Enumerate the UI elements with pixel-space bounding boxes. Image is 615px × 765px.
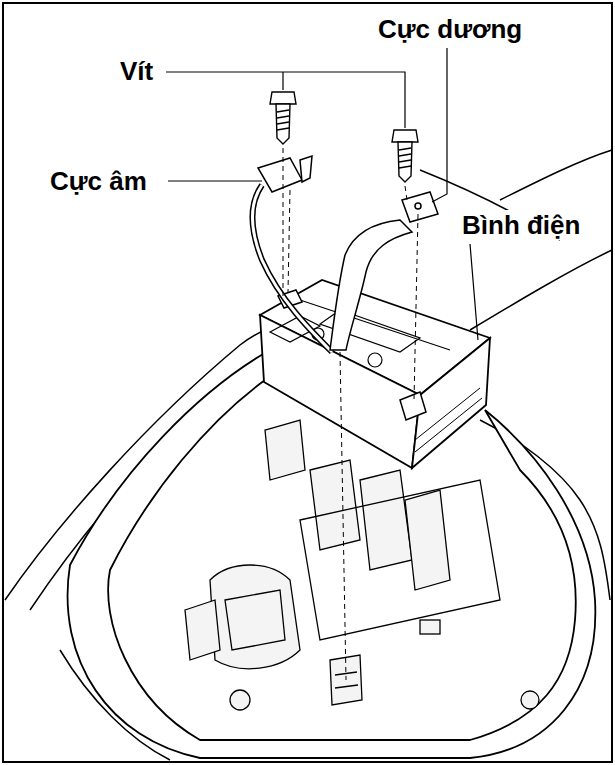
part-label: Cực dương xyxy=(376,14,524,44)
screws xyxy=(270,92,418,182)
part-label: Bình điện xyxy=(460,210,582,240)
compartment-parts xyxy=(185,420,539,710)
scooter-body xyxy=(5,150,612,760)
negative-cable xyxy=(252,156,332,352)
part-label: Vít xyxy=(118,56,155,86)
assembly-lines xyxy=(283,148,418,680)
part-label: Cực âm xyxy=(48,166,149,196)
frame xyxy=(3,3,612,762)
leader-lines xyxy=(166,48,478,340)
positive-cable-cover xyxy=(330,192,438,350)
